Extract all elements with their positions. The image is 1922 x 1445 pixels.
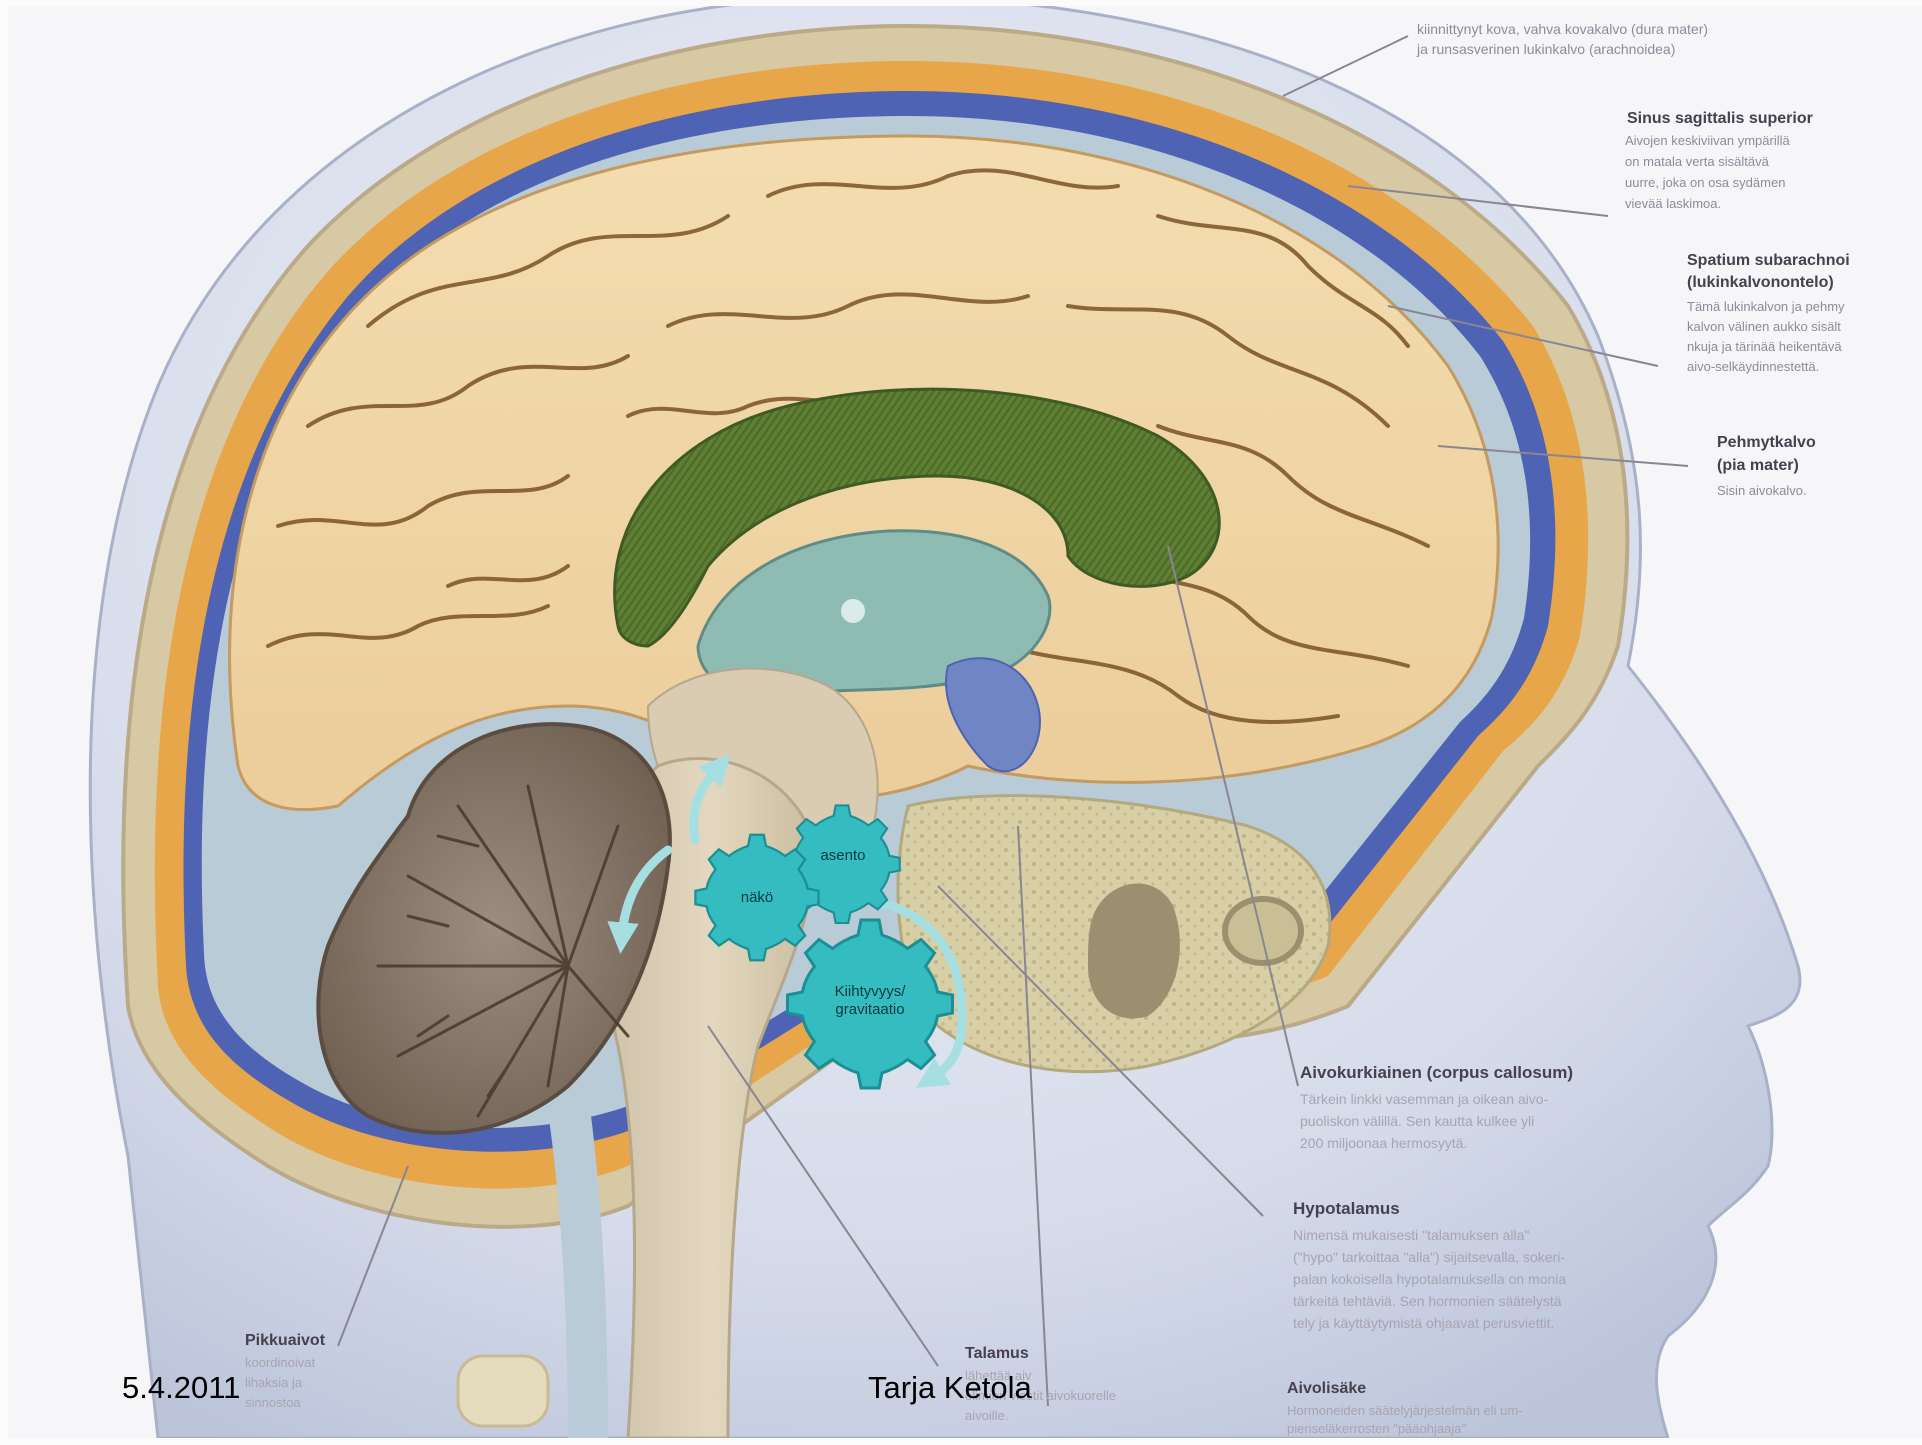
gear-label-gravity-line1: Kiihtyvyys/	[800, 984, 940, 1001]
gear-label-nako: näkö	[723, 890, 791, 907]
arrow-up-curve	[694, 768, 718, 840]
gear-label-asento: asento	[805, 848, 881, 865]
gear-label-gravity-line2: gravitaatio	[800, 1002, 940, 1019]
footer-date: 5.4.2011	[122, 1370, 240, 1406]
footer-author: Tarja Ketola	[868, 1370, 1032, 1406]
arrow-down-curve	[622, 850, 668, 935]
